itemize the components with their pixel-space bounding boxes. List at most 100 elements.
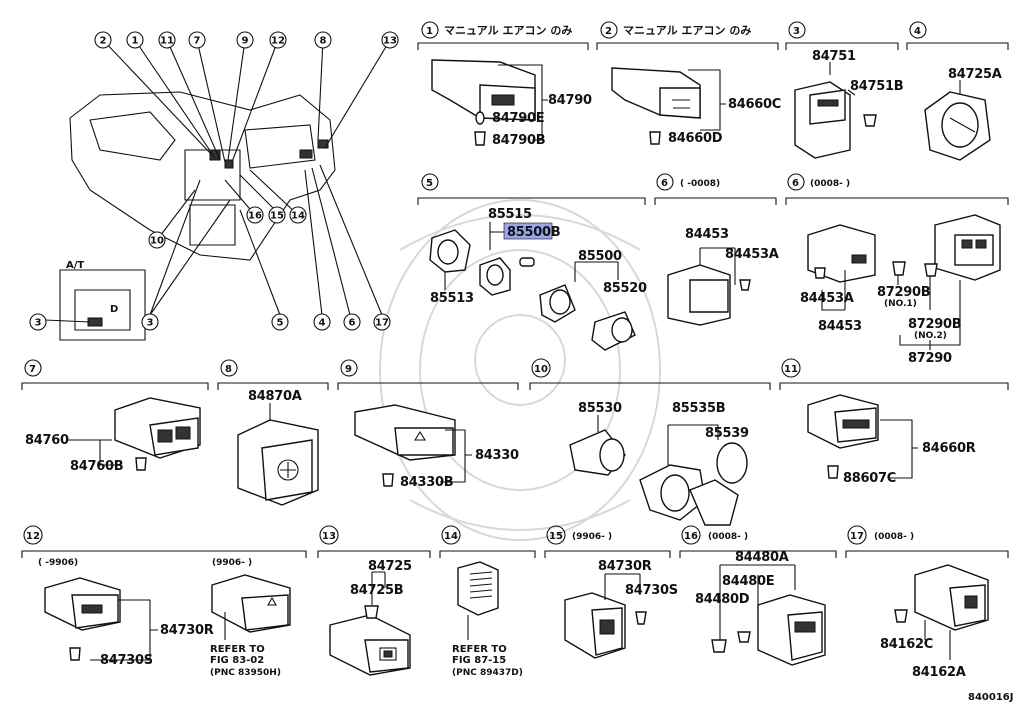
section-10-header: 10 xyxy=(531,358,551,378)
section-8-number: 8 xyxy=(225,364,232,375)
section-3-parts: 84751 84751B xyxy=(794,49,904,159)
section-1-parts: 84790 84790E 84790B xyxy=(431,59,592,148)
callout-circle xyxy=(141,313,159,331)
callout-11: 11 xyxy=(158,31,176,49)
part-85535B: 85535B xyxy=(672,401,725,416)
callout-14: 14 xyxy=(289,206,307,224)
highlight-85500B xyxy=(503,222,553,240)
callout-circle xyxy=(29,313,47,331)
part-84162A: 84162A xyxy=(912,665,966,680)
section-17-header: 17 (0008- ) xyxy=(847,525,914,545)
shift-label: D xyxy=(110,304,118,315)
section-10-parts: 85530 85535B 85539 xyxy=(569,401,749,526)
refer-line3-b: (PNC 89437D) xyxy=(452,668,523,678)
part-85539: 85539 xyxy=(705,426,749,441)
part-84480A: 84480A xyxy=(735,550,789,565)
section-8-parts: 84870A xyxy=(237,389,319,506)
callout-label: 3 xyxy=(147,318,154,329)
section-11-parts: 84660R 88607C xyxy=(807,394,976,486)
refer-line1-b: REFER TO xyxy=(452,644,507,655)
callout-circle xyxy=(269,31,287,49)
part-84790B: 84790B xyxy=(492,133,545,148)
section-12-range-a: ( -9906) xyxy=(38,558,78,568)
part-84330B: 84330B xyxy=(400,475,453,490)
callout-label: 7 xyxy=(194,36,201,47)
callout-label: 3 xyxy=(35,318,42,329)
part-84790E: 84790E xyxy=(492,111,544,126)
section-8-header: 8 xyxy=(220,359,238,377)
callout-label: 13 xyxy=(383,36,397,47)
callout-circle xyxy=(268,206,286,224)
callout-circle xyxy=(289,206,307,224)
section-15-range: (9906- ) xyxy=(572,532,612,542)
section-13-parts: 84725 84725B xyxy=(329,559,412,676)
callout-15: 15 xyxy=(268,206,286,224)
part-87290B-no1: 87290B xyxy=(877,285,930,300)
watermark-emblem xyxy=(379,199,661,541)
callout-8: 8 xyxy=(314,31,332,49)
section-17-parts: 84162C 84162A xyxy=(880,564,989,680)
section-14-number: 14 xyxy=(444,531,458,542)
section-headers xyxy=(21,42,1009,558)
callout-3b: 3 xyxy=(141,313,159,331)
section-6b-number: 6 xyxy=(792,178,799,189)
part-84760B: 84760B xyxy=(70,459,123,474)
callout-label: 8 xyxy=(320,36,327,47)
callout-6: 6 xyxy=(343,313,361,331)
part-87290B-no2: 87290B xyxy=(908,317,961,332)
callout-circle xyxy=(313,313,331,331)
part-84760: 84760 xyxy=(25,433,69,448)
callout-label: 10 xyxy=(150,236,164,247)
part-84751: 84751 xyxy=(812,49,856,64)
label-no1: (NO.1) xyxy=(884,299,917,309)
section-1-header: 1 マニュアル エアコン のみ xyxy=(421,21,572,39)
section-2-number: 2 xyxy=(605,26,612,37)
section-7-number: 7 xyxy=(29,364,36,375)
part-84730S-b: 84730S xyxy=(625,583,678,598)
part-84480E: 84480E xyxy=(722,574,774,589)
callout-circle xyxy=(271,313,289,331)
part-84480D: 84480D xyxy=(695,592,750,607)
part-85500B: 85500B xyxy=(507,225,560,240)
callout-label: 12 xyxy=(271,36,285,47)
callout-circle xyxy=(126,31,144,49)
part-84453A-b: 84453A xyxy=(800,291,854,306)
part-84330: 84330 xyxy=(475,448,519,463)
section-10-number: 10 xyxy=(534,364,548,375)
refer-line1-a: REFER TO xyxy=(210,644,265,655)
section-5-number: 5 xyxy=(426,178,433,189)
section-6b-parts: 84453A 84453 87290B (NO.1) 87290B (NO.2)… xyxy=(800,214,1001,366)
section-2-header: 2 マニュアル エアコン のみ xyxy=(600,21,751,39)
section-5-header: 5 xyxy=(421,173,439,191)
section-6a-header: 6 ( -0008) xyxy=(656,173,720,191)
section-16-range: (0008- ) xyxy=(708,532,748,542)
callout-label: 4 xyxy=(319,318,326,329)
callout-circle xyxy=(343,313,361,331)
part-84730R-a: 84730R xyxy=(160,623,214,638)
section-17-range: (0008- ) xyxy=(874,532,914,542)
section-14-header: 14 xyxy=(441,525,461,545)
section-16-number: 16 xyxy=(684,531,698,542)
section-16-header: 16 (0008- ) xyxy=(681,525,748,545)
section-5-parts: 85515 85500B 85513 85500 85520 xyxy=(429,207,647,351)
section-17-number: 17 xyxy=(850,531,864,542)
section-12-parts: 84730R 84730S REFER TO FIG 83-02 (PNC 83… xyxy=(44,574,291,678)
section-1-note: マニュアル エアコン のみ xyxy=(444,24,572,37)
section-1-number: 1 xyxy=(426,26,433,37)
section-3-number: 3 xyxy=(793,26,800,37)
part-85515: 85515 xyxy=(488,207,532,222)
callout-4: 4 xyxy=(313,313,331,331)
callout-label: 17 xyxy=(375,318,389,329)
section-16-parts: 84480A 84480E 84480D xyxy=(695,550,826,666)
callout-circle xyxy=(381,31,399,49)
callout-1: 1 xyxy=(126,31,144,49)
callout-5: 5 xyxy=(271,313,289,331)
section-9-number: 9 xyxy=(345,364,352,375)
refer-line2-b: FIG 87-15 xyxy=(452,655,506,666)
refer-line2-a: FIG 83-02 xyxy=(210,655,264,666)
part-84870A: 84870A xyxy=(248,389,302,404)
section-12-header: 12 ( -9906) (9906- ) xyxy=(23,525,252,568)
section-11-number: 11 xyxy=(784,364,798,375)
part-84453A-a: 84453A xyxy=(725,247,779,262)
part-84660D: 84660D xyxy=(668,131,723,146)
